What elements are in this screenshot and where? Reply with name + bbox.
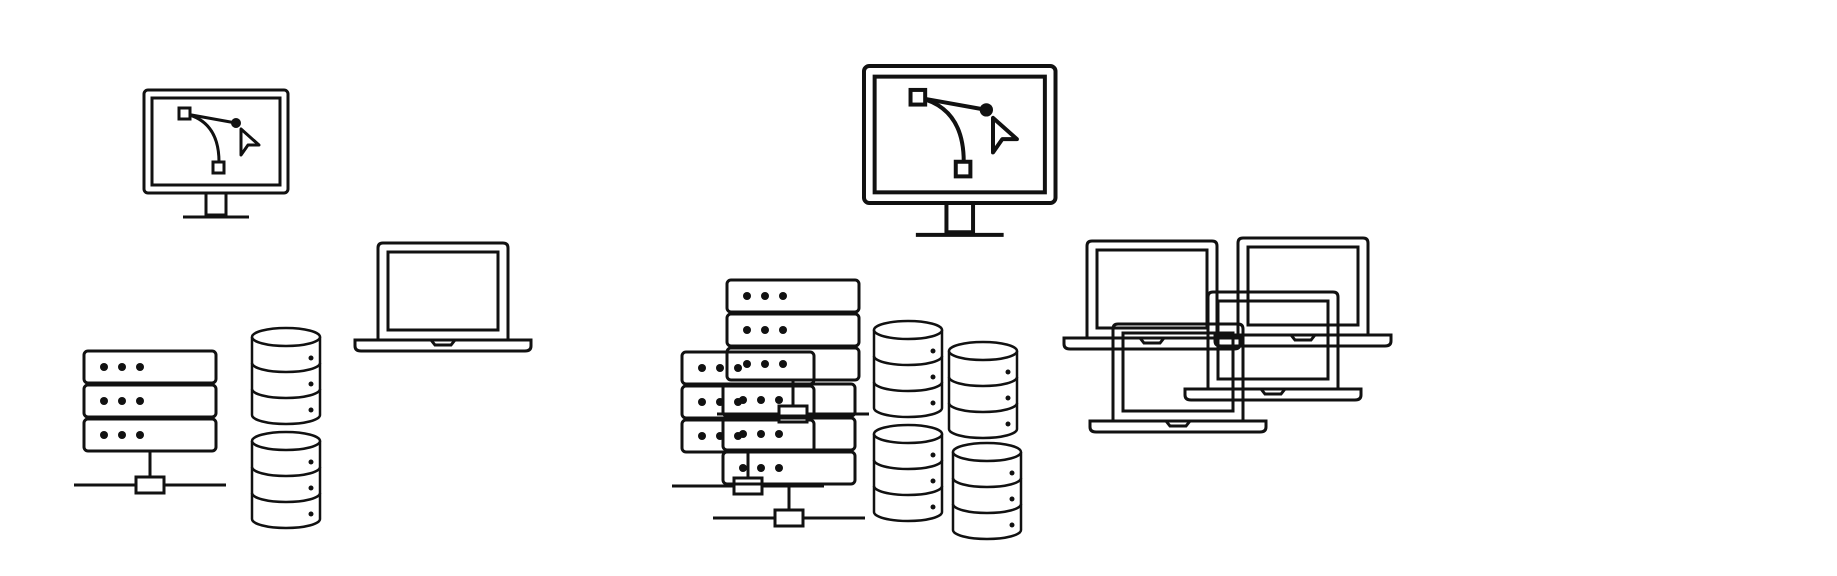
database-icon xyxy=(872,319,944,419)
monitor-vector-icon xyxy=(142,88,290,219)
database-icon xyxy=(250,326,322,426)
laptop-icon xyxy=(353,241,533,353)
database-icon xyxy=(250,430,322,530)
database-icon xyxy=(872,423,944,523)
server-network-icon xyxy=(72,349,228,495)
database-icon xyxy=(947,340,1019,440)
database-icon xyxy=(951,441,1023,541)
monitor-vector-icon xyxy=(861,63,1058,237)
